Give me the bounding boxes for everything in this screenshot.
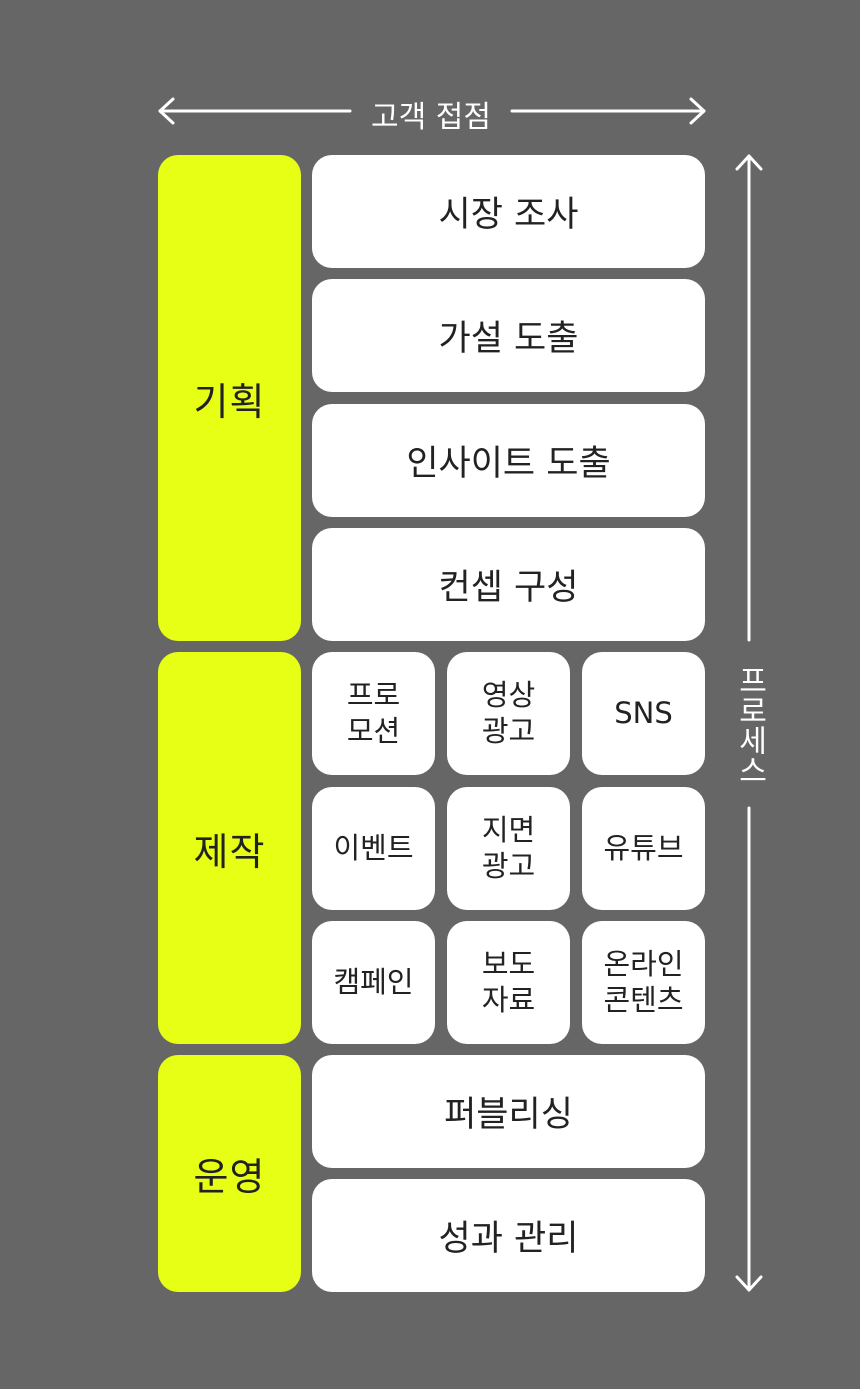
planning-step-concept: 컨셉 구성 bbox=[312, 528, 705, 641]
top-axis-arrowhead-left bbox=[158, 97, 175, 125]
top-axis-arrowhead-right bbox=[689, 97, 706, 125]
top-axis-label: 고객 접점 bbox=[371, 100, 491, 135]
production-item-event: 이벤트 bbox=[312, 787, 435, 910]
production-item-promotion: 프로 모션 bbox=[312, 652, 435, 775]
production-item-youtube: 유튜브 bbox=[582, 787, 705, 910]
production-item-sns: SNS bbox=[582, 652, 705, 775]
production-item-online-content: 온라인 콘텐츠 bbox=[582, 921, 705, 1044]
production-item-campaign: 캠페인 bbox=[312, 921, 435, 1044]
phase-operation: 운영 bbox=[158, 1055, 301, 1292]
side-axis-label: 프로세스 bbox=[732, 665, 767, 785]
phase-production: 제작 bbox=[158, 652, 301, 1044]
side-axis-arrowhead-top bbox=[735, 154, 763, 171]
phase-planning: 기획 bbox=[158, 155, 301, 641]
side-axis-arrowhead-bottom bbox=[735, 1275, 763, 1292]
production-item-press-release: 보도 자료 bbox=[447, 921, 570, 1044]
production-item-print-ad: 지면 광고 bbox=[447, 787, 570, 910]
operation-step-performance: 성과 관리 bbox=[312, 1179, 705, 1292]
planning-step-market-research: 시장 조사 bbox=[312, 155, 705, 268]
production-item-video-ad: 영상 광고 bbox=[447, 652, 570, 775]
operation-step-publishing: 퍼블리싱 bbox=[312, 1055, 705, 1168]
planning-step-insight: 인사이트 도출 bbox=[312, 404, 705, 517]
planning-step-hypothesis: 가설 도출 bbox=[312, 279, 705, 392]
